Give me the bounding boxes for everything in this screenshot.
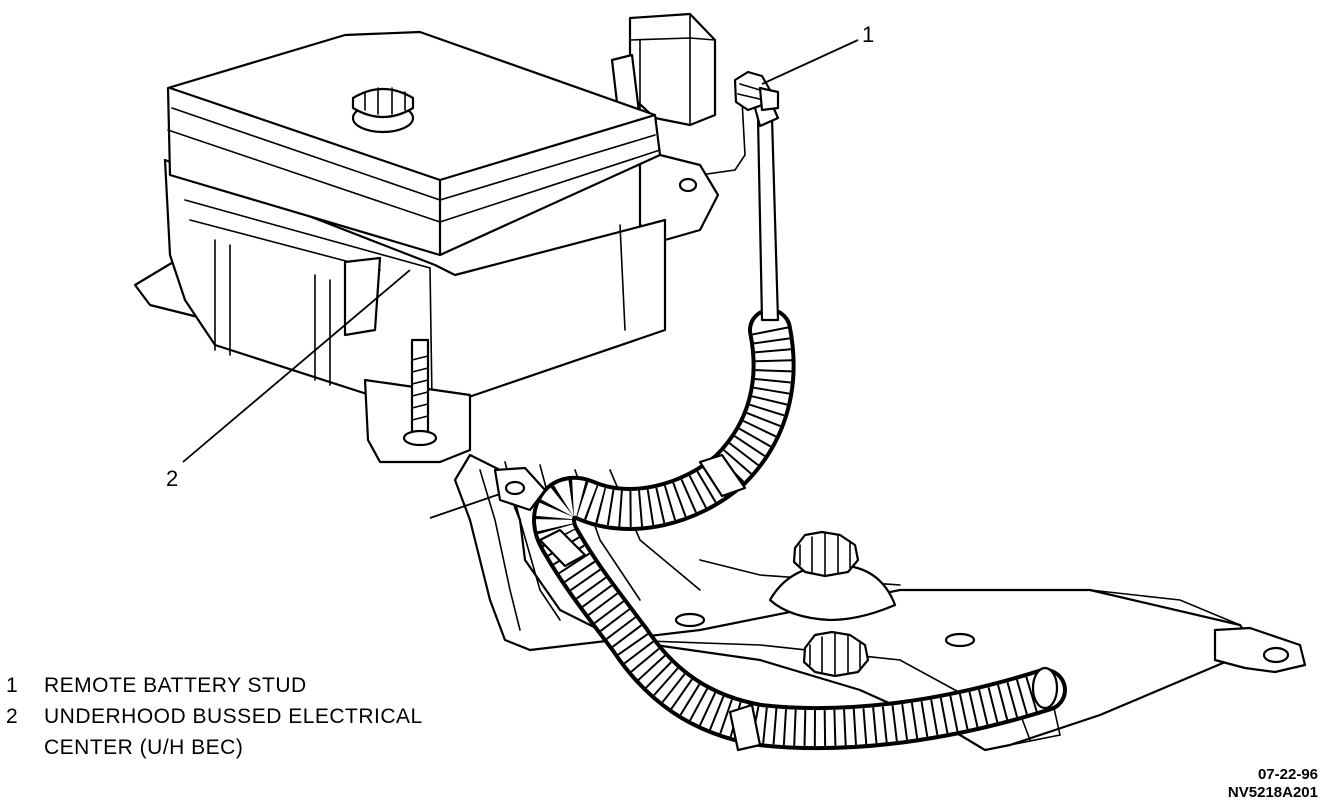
wiring-harness [532, 308, 1067, 752]
callout-2: 2 [166, 466, 178, 491]
leader-line-1 [761, 39, 859, 85]
upper-nut [792, 530, 860, 578]
mounting-bolt [402, 338, 438, 447]
legend-item-number: 2 [6, 705, 19, 728]
harness-retainer [429, 466, 547, 519]
figure-stamp: 07-22-96 NV5218A201 [1228, 766, 1318, 802]
legend-item-number: 1 [6, 674, 19, 697]
figure-code: NV5218A201 [1227, 784, 1318, 801]
underhood-bussed-electrical-center [133, 30, 667, 464]
legend-item-2-continuation: CENTER (U/H BEC) [44, 736, 244, 759]
legend-item-label: REMOTE BATTERY STUD [44, 674, 307, 697]
remote-battery-stud [733, 70, 780, 112]
legend: 1 REMOTE BATTERY STUD 2 UNDERHOOD BUSSED… [6, 670, 423, 763]
callout-1: 1 [862, 22, 874, 47]
box-side-tab [638, 148, 720, 242]
figure-date: 07-22-96 [1257, 766, 1318, 783]
legend-item-label: UNDERHOOD BUSSED ELECTRICAL [44, 705, 423, 728]
lower-nut [802, 630, 870, 678]
legend-item-1: 1 REMOTE BATTERY STUD [6, 670, 423, 701]
legend-item-2: 2 UNDERHOOD BUSSED ELECTRICAL [6, 701, 423, 732]
leader-line-2 [182, 269, 411, 463]
